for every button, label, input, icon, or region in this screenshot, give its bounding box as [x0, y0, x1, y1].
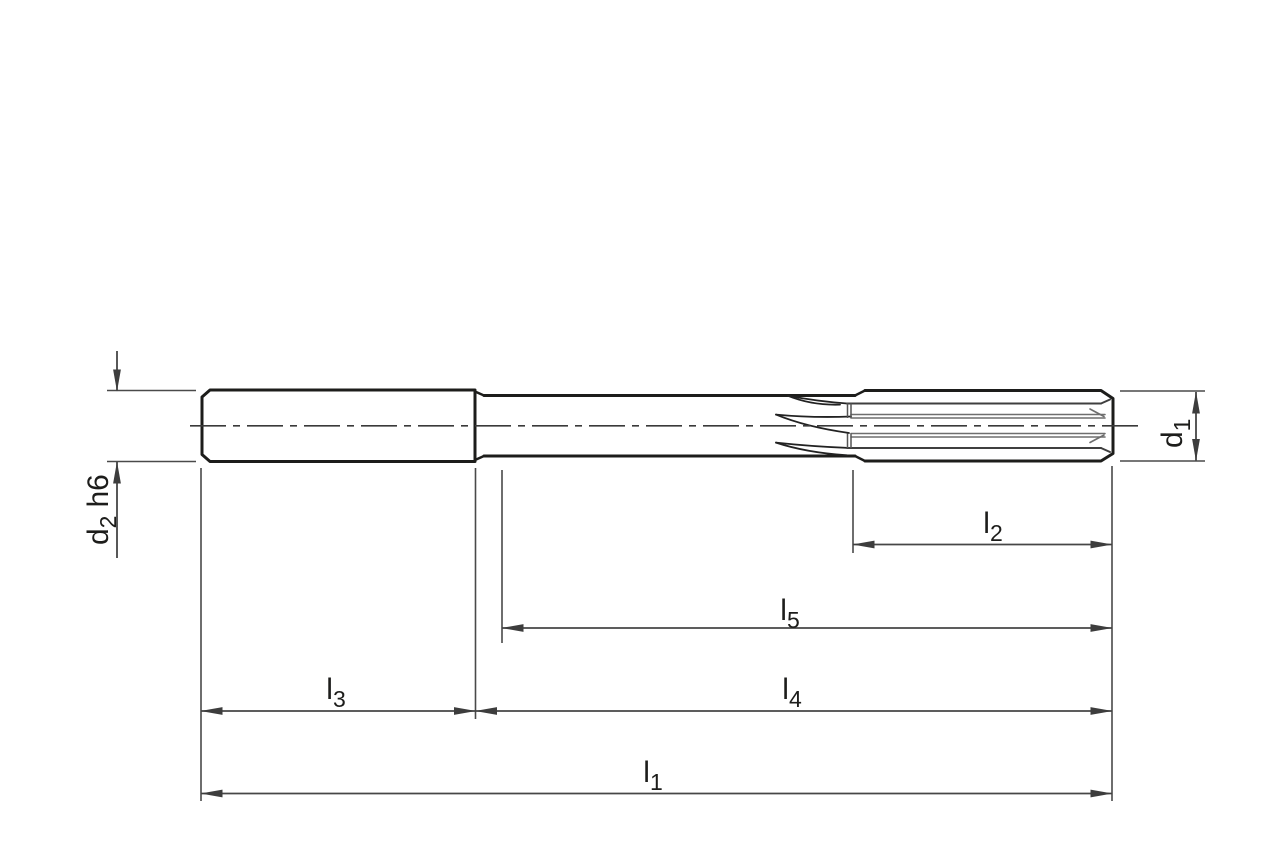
label-d1: d1 — [1156, 419, 1195, 448]
dimension-annotations: d2h6 d1 l2 l5 l3 l4 l1 — [82, 351, 1205, 801]
label-l1: l1 — [643, 756, 662, 795]
dimension-l1: l1 — [200, 756, 1113, 798]
dimension-l5: l5 — [501, 594, 1113, 633]
label-l5: l5 — [780, 594, 799, 633]
label-l4: l4 — [782, 673, 802, 712]
dimension-l4: l4 — [475, 673, 1113, 715]
neck-edges — [482, 394, 857, 458]
dimension-d2: d2h6 — [82, 351, 121, 558]
flute-runout-curves — [775, 394, 852, 457]
label-l2: l2 — [983, 507, 1002, 546]
dimension-d1: d1 — [1156, 391, 1200, 461]
flute-lines — [846, 398, 1111, 453]
dimension-l2: l2 — [852, 507, 1113, 549]
reamer-body — [190, 388, 1140, 463]
extension-lines — [107, 389, 1205, 801]
label-l3: l3 — [326, 673, 345, 712]
shank-neck-chamfer — [473, 390, 486, 462]
dimension-l3: l3 — [200, 673, 476, 715]
shank-outline — [200, 388, 477, 463]
label-d2: d2h6 — [82, 474, 121, 545]
neck-step-chamfer — [853, 389, 867, 463]
